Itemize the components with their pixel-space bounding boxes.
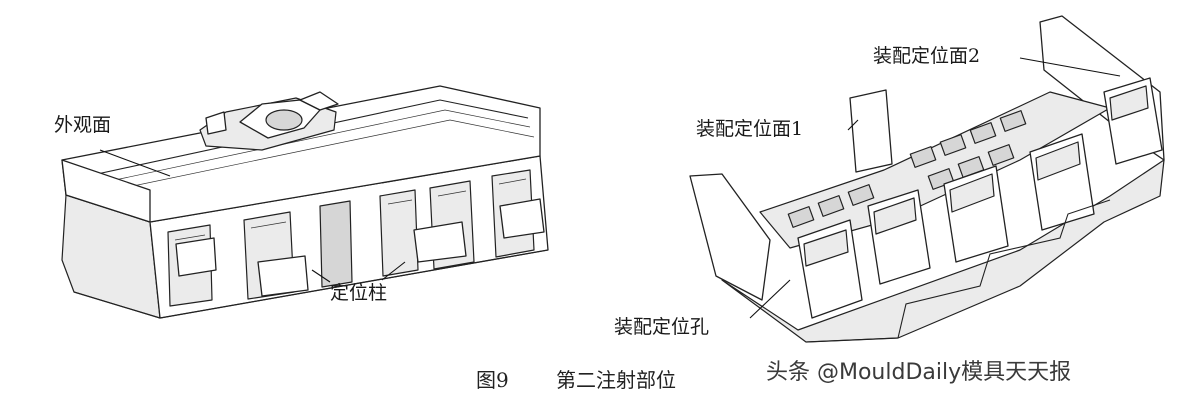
left-housing-drawing [61, 85, 549, 319]
label-locating-pin: 定位柱 [330, 282, 388, 304]
label-assembly-face-2: 装配定位面2 [873, 45, 981, 67]
right-housing-drawing [689, 15, 1165, 343]
watermark-text: 头条 @MouldDaily模具天天报 [766, 360, 1072, 385]
label-assembly-hole: 装配定位孔 [614, 316, 710, 338]
figure-caption-number: 图9 [476, 368, 509, 392]
figure-caption-title: 第二注射部位 [556, 368, 676, 392]
label-assembly-face-1: 装配定位面1 [696, 118, 804, 140]
label-appearance-surface: 外观面 [54, 114, 112, 136]
